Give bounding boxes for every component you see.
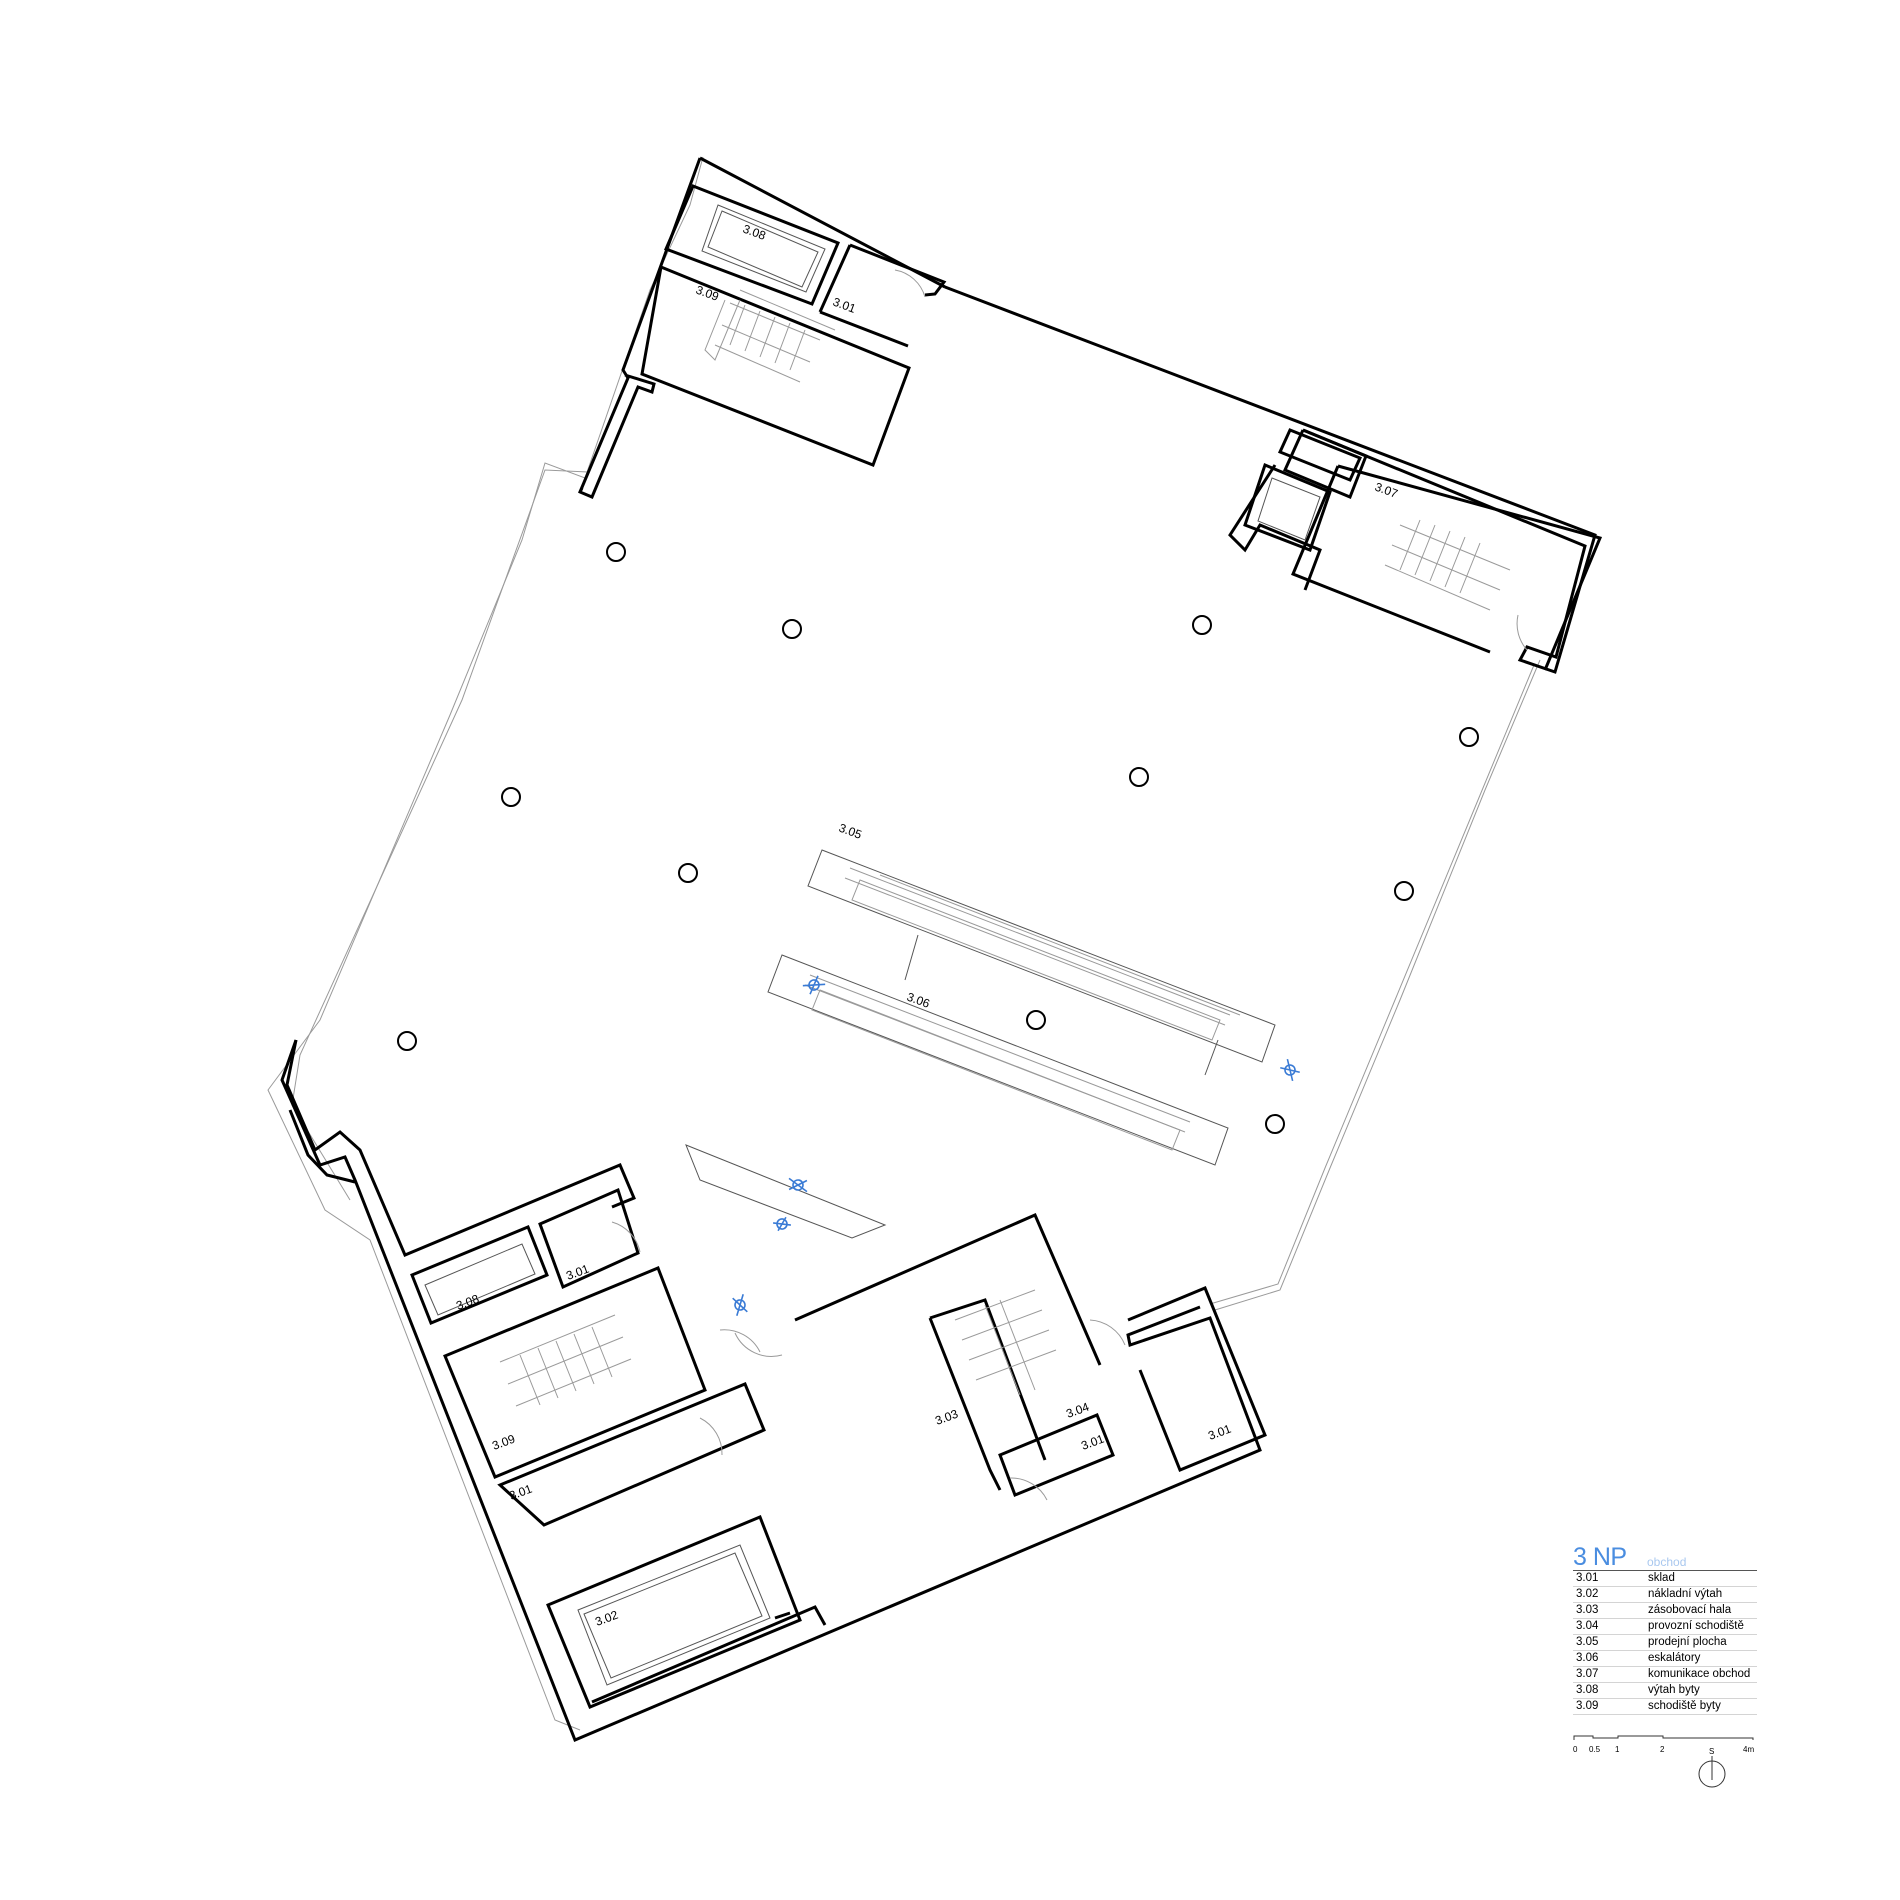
legend-row: 3.03 zásobovací hala <box>1573 1603 1757 1619</box>
facade-east <box>1214 659 1541 1311</box>
escalator-upper <box>807 849 1276 1063</box>
label-301-c: 3.01 <box>1079 1432 1106 1453</box>
legend-code: 3.06 <box>1576 1652 1599 1664</box>
escalator-lower <box>767 954 1229 1166</box>
scale-tick-0: 0 <box>1573 1745 1578 1754</box>
legend-name: schodiště byty <box>1648 1700 1721 1712</box>
legend-code: 3.09 <box>1576 1700 1599 1712</box>
legend-row: 3.08 výtah byty <box>1573 1683 1757 1699</box>
legend-row: 3.07 komunikace obchod <box>1573 1667 1757 1683</box>
label-306: 3.06 <box>905 990 932 1011</box>
scale-bar-line <box>1573 1735 1754 1740</box>
facade-east-inner <box>1209 664 1535 1305</box>
stair-treads-se <box>954 1289 1057 1396</box>
room-301-top <box>818 243 947 348</box>
legend-code: 3.01 <box>1576 1572 1599 1584</box>
legend-name: eskalátory <box>1648 1652 1701 1664</box>
room-308-top <box>664 184 840 306</box>
label-301-b: 3.01 <box>507 1482 534 1503</box>
floor-title: 3 NP <box>1573 1543 1627 1571</box>
room-301-b <box>497 1382 766 1527</box>
legend-name: výtah byty <box>1648 1684 1700 1696</box>
legend-code: 3.08 <box>1576 1684 1599 1696</box>
label-301-a: 3.01 <box>564 1262 591 1283</box>
stair-treads-ne <box>1384 519 1511 611</box>
label-308-bot: 3.08 <box>454 1292 481 1313</box>
room-legend: 3 NP obchod 3.01 sklad 3.02 nákladní výtah… <box>1573 1545 1757 1715</box>
room-308-bot <box>410 1225 549 1325</box>
floor-use: obchod <box>1647 1555 1687 1569</box>
door-swings <box>611 269 1528 1501</box>
outer-wall-west <box>285 487 636 1257</box>
room-301-c <box>998 1413 1115 1497</box>
room-307 <box>1291 464 1603 671</box>
north-arrow-icon: S <box>1698 1747 1726 1788</box>
label-309-top: 3.09 <box>694 283 721 304</box>
ramp <box>685 1144 887 1239</box>
elevator-car-top <box>701 204 826 293</box>
label-303: 3.03 <box>933 1407 960 1428</box>
room-301-d <box>1127 1286 1267 1472</box>
room-309-top <box>640 264 911 467</box>
lift-ne-car <box>1257 477 1321 541</box>
label-309-bot: 3.09 <box>490 1432 517 1453</box>
label-305: 3.05 <box>837 821 864 842</box>
columns <box>397 542 1479 1134</box>
legend-name: prodejní plocha <box>1648 1636 1727 1648</box>
stair-treads-bot <box>499 1314 632 1407</box>
room-301-a <box>538 1187 640 1290</box>
scale-tick-4: 4m <box>1743 1745 1754 1754</box>
legend-row: 3.05 prodejní plocha <box>1573 1635 1757 1651</box>
legend-rows: 3.01 sklad 3.02 nákladní výtah 3.03 zásobov… <box>1573 1571 1757 1715</box>
person-figures <box>732 975 1300 1316</box>
legend-name: nákladní výtah <box>1648 1588 1723 1600</box>
scale-tick-1: 1 <box>1615 1745 1620 1754</box>
outer-wall-nw <box>699 156 1597 674</box>
escalator-posts <box>904 934 1219 1076</box>
north-label: S <box>1709 1747 1714 1756</box>
legend-code: 3.03 <box>1576 1604 1599 1616</box>
lift-car-302 <box>577 1544 771 1686</box>
elevator-car-bot <box>424 1243 536 1316</box>
scale-bar: 0 0.5 1 2 4m <box>1573 1735 1754 1754</box>
label-302: 3.02 <box>593 1608 620 1629</box>
stair-treads-top <box>704 289 836 383</box>
legend-row: 3.06 eskalátory <box>1573 1651 1757 1667</box>
label-301-top: 3.01 <box>831 295 858 316</box>
shaft-ne <box>1277 428 1363 482</box>
legend-row: 3.01 sklad <box>1573 1571 1757 1587</box>
facade-outline <box>267 156 704 1731</box>
legend-header: 3 NP obchod <box>1573 1545 1757 1571</box>
legend-code: 3.07 <box>1576 1668 1599 1680</box>
inner-wall-sw <box>288 1109 827 1704</box>
legend-code: 3.02 <box>1576 1588 1599 1600</box>
outer-wall-nw-left <box>578 157 702 499</box>
label-308-top: 3.08 <box>741 222 768 243</box>
legend-name: zásobovací hala <box>1648 1604 1732 1616</box>
scale-tick-05: 0.5 <box>1589 1745 1601 1754</box>
room-309-bot <box>443 1266 707 1479</box>
scale-tick-2: 2 <box>1660 1745 1665 1754</box>
room-303-304 <box>794 1213 1102 1491</box>
legend-name: sklad <box>1648 1572 1675 1584</box>
legend-row: 3.04 provozní schodiště <box>1573 1619 1757 1635</box>
legend-name: provozní schodiště <box>1648 1620 1744 1632</box>
facade-outline-inner <box>291 469 589 1201</box>
legend-code: 3.05 <box>1576 1636 1599 1648</box>
outer-wall-west-b <box>280 1039 1262 1742</box>
lift-ne <box>1243 462 1332 552</box>
legend-row: 3.09 schodiště byty <box>1573 1699 1757 1715</box>
legend-row: 3.02 nákladní výtah <box>1573 1587 1757 1603</box>
label-301-d: 3.01 <box>1206 1422 1233 1443</box>
room-302 <box>546 1515 802 1709</box>
legend-name: komunikace obchod <box>1648 1668 1751 1680</box>
legend-code: 3.04 <box>1576 1620 1599 1632</box>
